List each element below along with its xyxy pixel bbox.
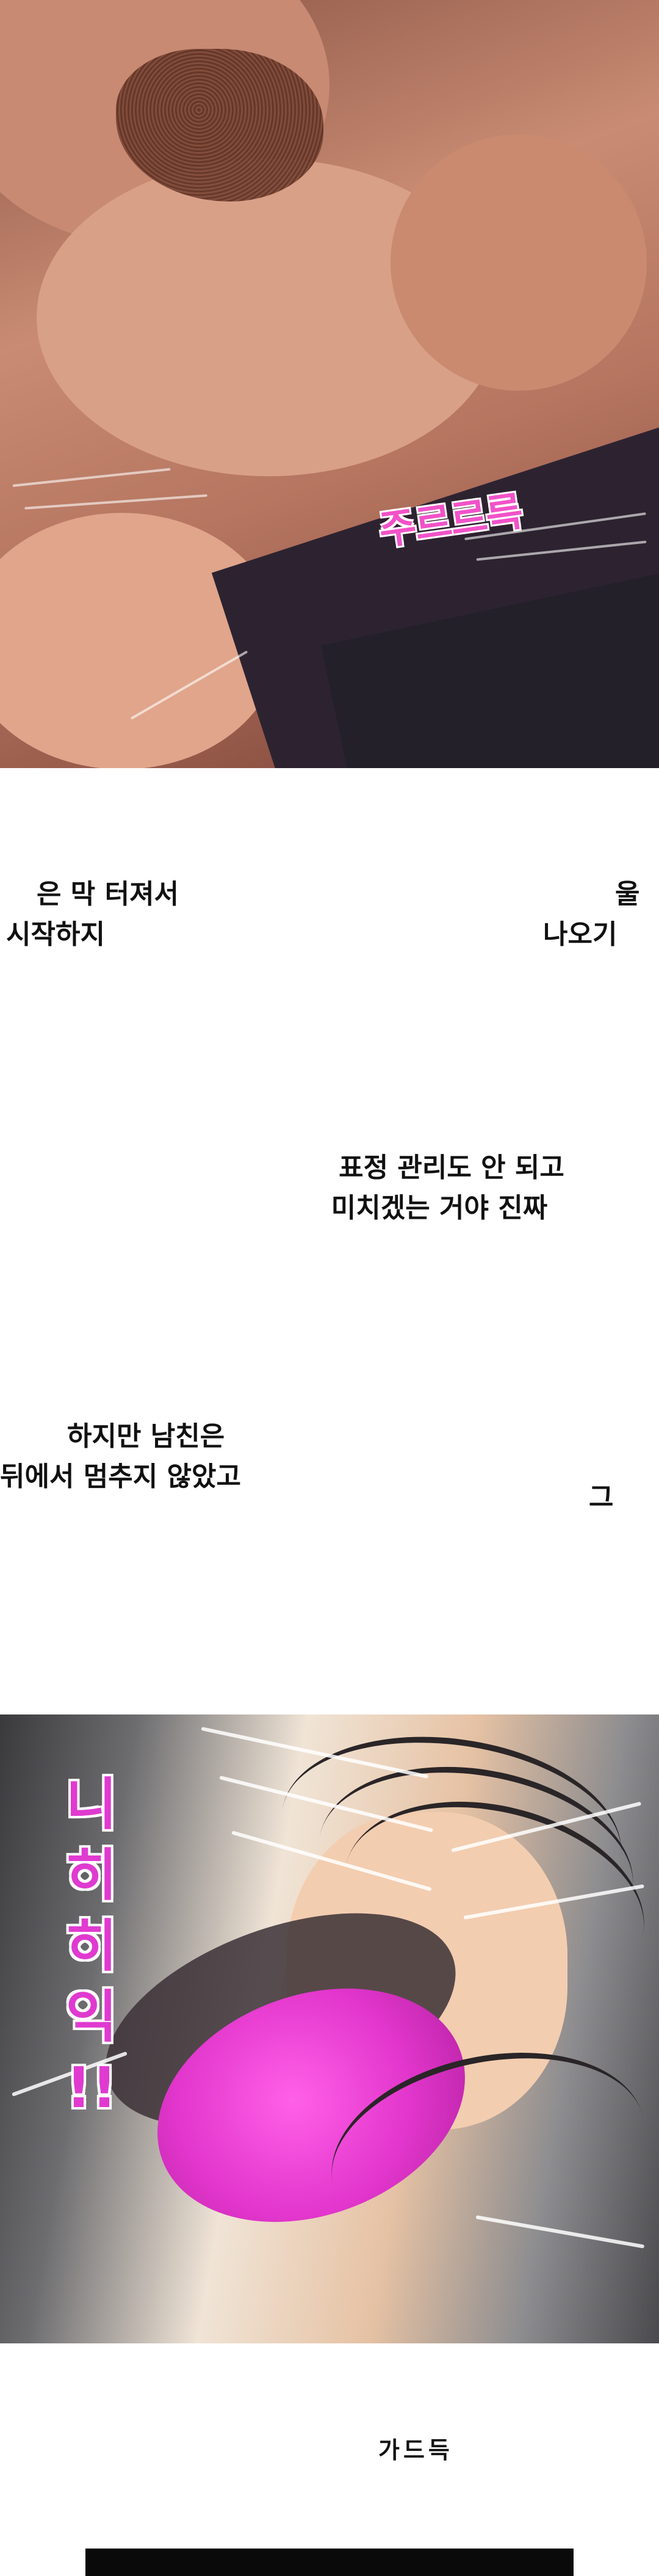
caption-3: 표정 관리도 안 되고 미치겠는 거야 진짜: [244, 1148, 659, 1228]
caption-4: 하지만 남친은 뒤에서 멈추지 않았고: [0, 1417, 241, 1497]
sound-effect-text: 가드득: [378, 2437, 453, 2464]
caption-line: 하지만 남친은: [67, 1421, 225, 1452]
comic-panel-top: 주르르륵: [0, 0, 659, 768]
caption-line: 표정 관리도 안 되고: [339, 1152, 564, 1183]
caption-2: 울 나오기: [543, 874, 640, 955]
sound-effect-text: 니 히 히 익 !!: [65, 1772, 118, 2121]
motion-line: [12, 468, 171, 487]
motion-line: [24, 494, 207, 510]
caption-line: 시작하지: [6, 919, 105, 950]
caption-line: 그: [589, 1482, 614, 1513]
caption-line: 뒤에서 멈추지 않았고: [0, 1461, 241, 1492]
caption-line: 미치겠는 거야 진짜: [331, 1192, 548, 1224]
caption-line: 나오기: [543, 919, 618, 950]
caption-line: 울: [615, 879, 640, 910]
comic-panel-bottom: 니 히 히 익 !!: [0, 1714, 659, 2343]
skin-shape: [391, 134, 647, 391]
dark-panel-edge: [85, 2549, 574, 2576]
caption-5: 그: [589, 1478, 613, 1518]
lace-garment: [116, 49, 323, 201]
caption-1: 은 막 터져서 시작하지: [0, 874, 179, 955]
caption-line: 은 막 터져서: [37, 879, 179, 910]
